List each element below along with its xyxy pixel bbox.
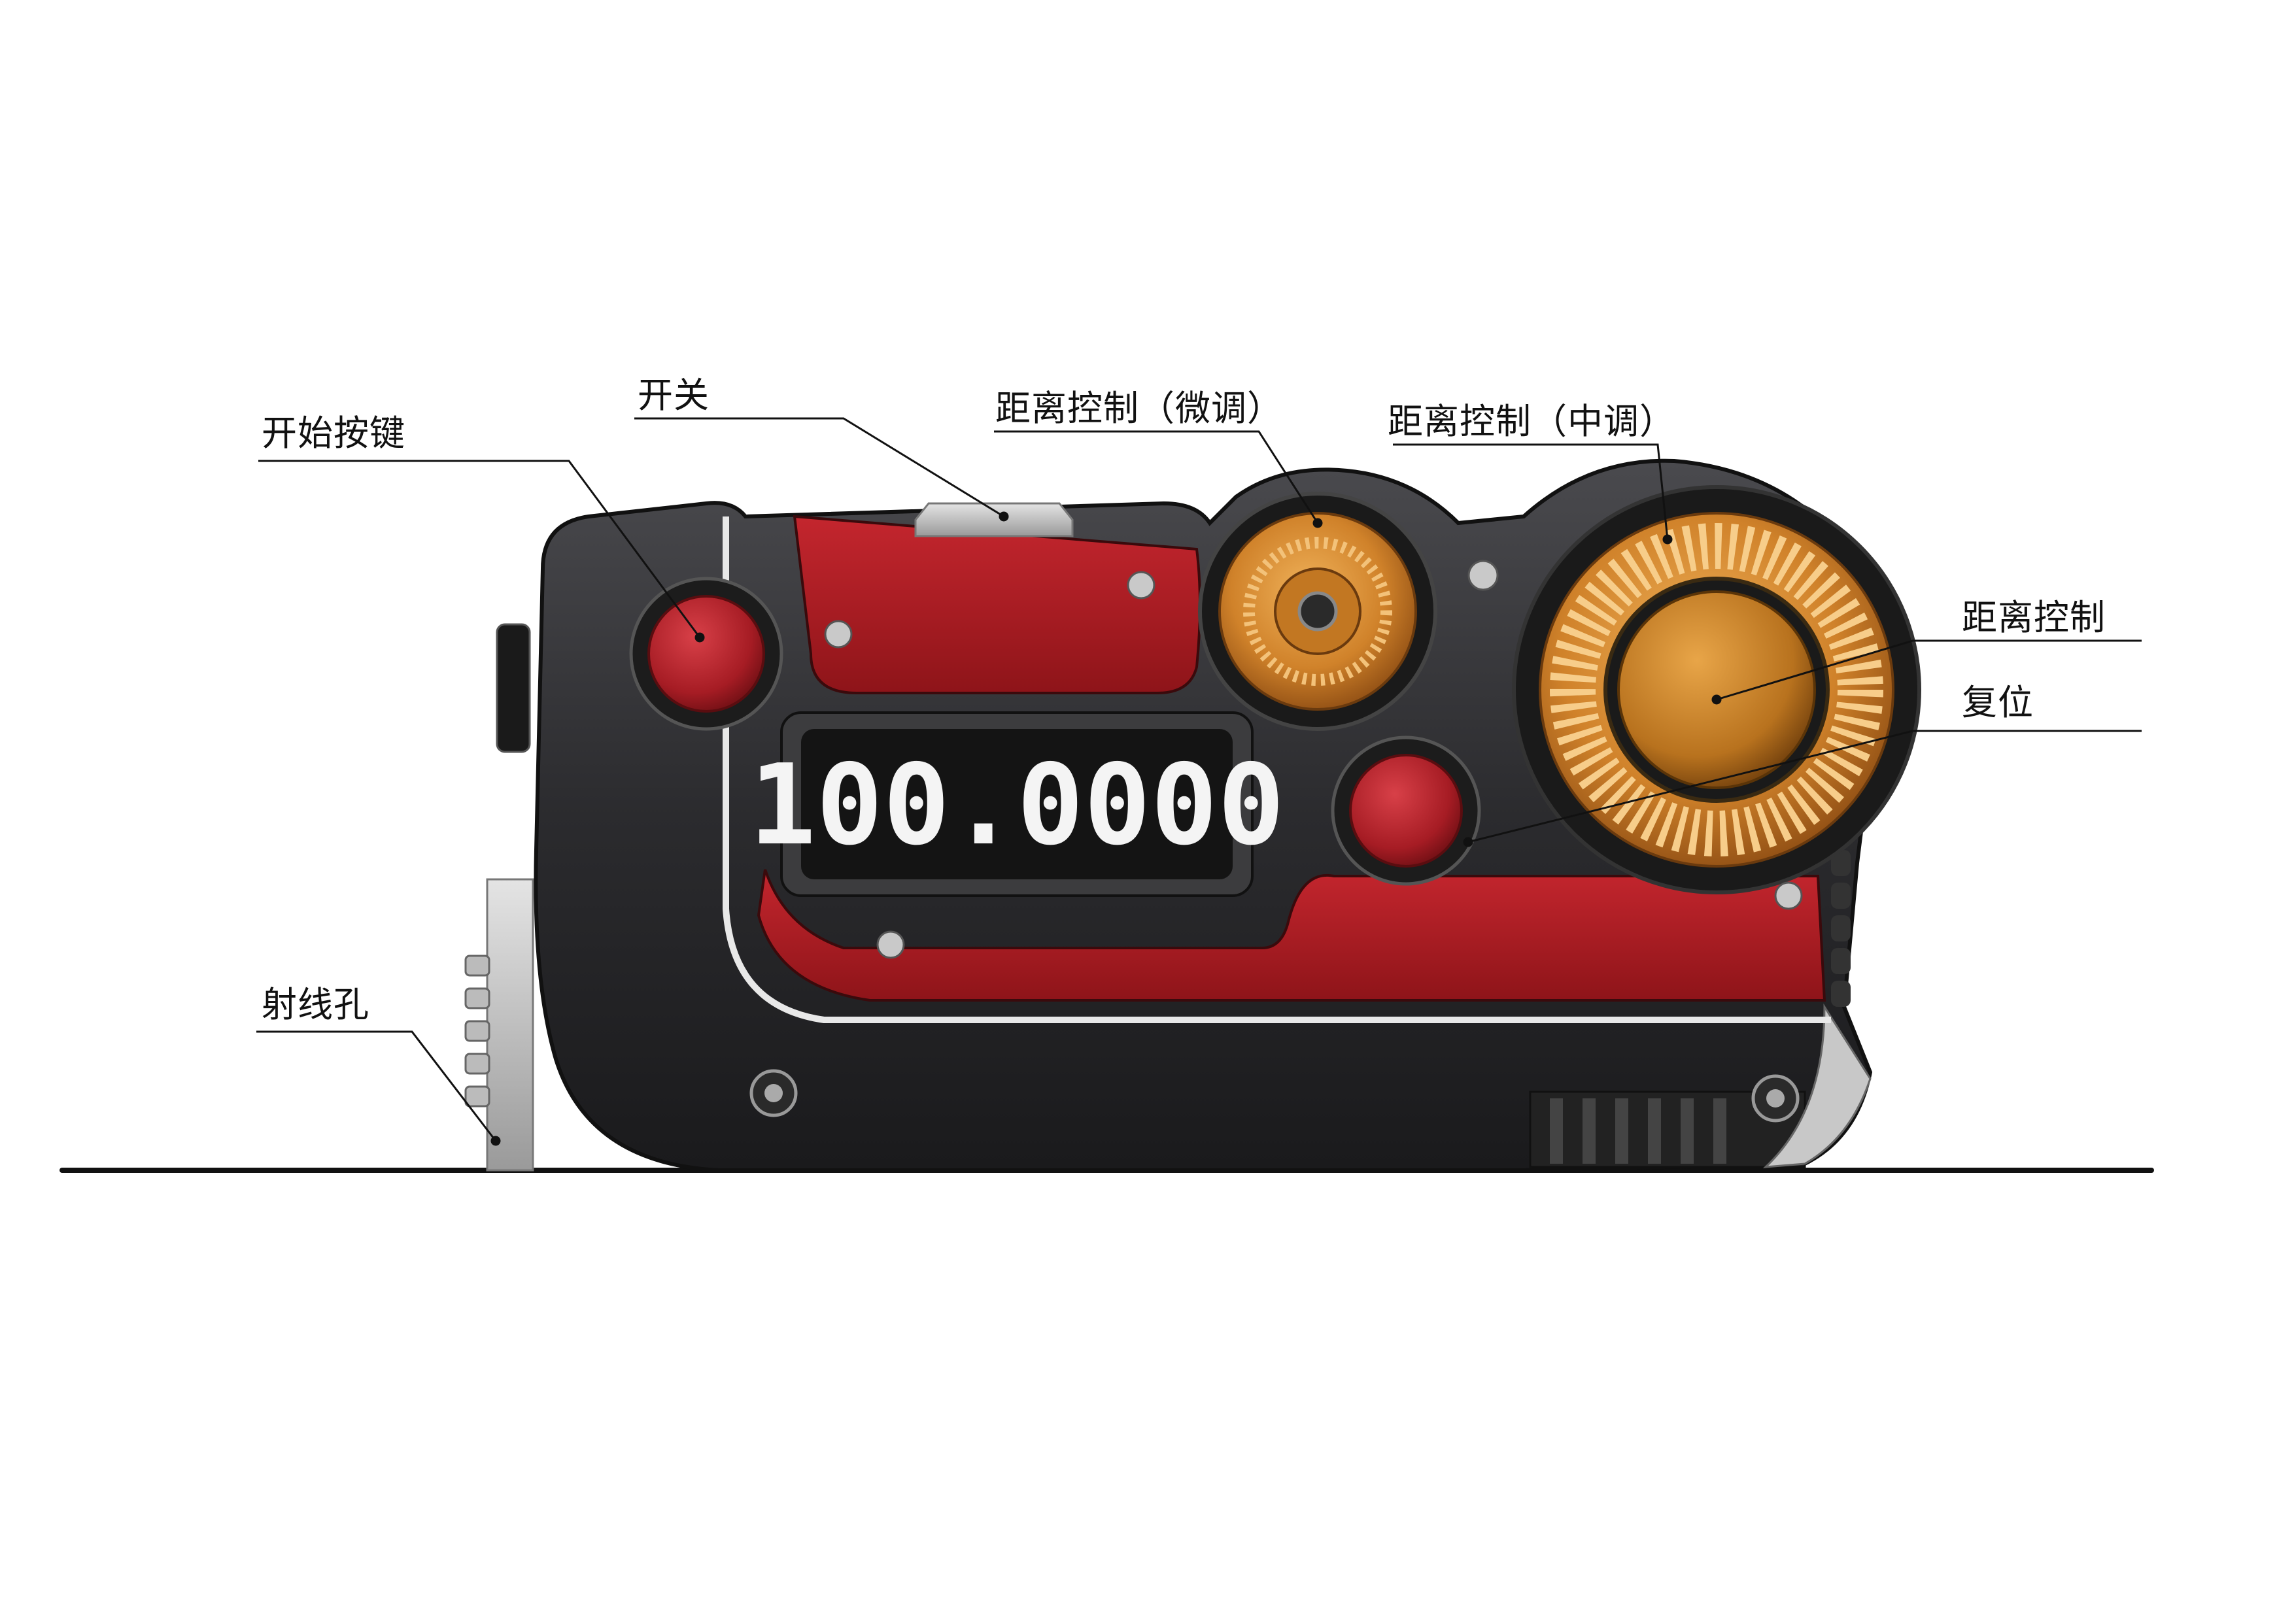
bottom-red-panel [757,869,1826,1002]
side-knob [496,623,531,753]
start-button[interactable] [629,577,783,731]
callout-medium-dial: 距离控制（中调） [1388,401,1675,442]
main-dial[interactable] [1512,485,1921,894]
lcd-screen [801,729,1233,879]
beam-hole-block [464,878,534,1172]
callout-power-switch: 开关 [638,375,710,416]
lcd-value: 100.0000 [749,741,1285,870]
callout-start-button: 开始按键 [262,413,405,454]
grip-ridges [1529,1091,1806,1168]
chrome-groove [723,516,1831,1023]
main-dial-cap[interactable] [1617,590,1816,789]
chrome-corner [1762,1003,1872,1168]
callout-beam-hole: 射线孔 [262,984,369,1025]
callout-reset-button: 复位 [1962,682,2034,723]
screws [749,560,1803,1123]
fine-dial[interactable] [1198,492,1437,731]
side-grip [1831,850,1851,1007]
callout-lines [256,417,2142,1146]
reset-button[interactable] [1331,736,1481,886]
callout-fine-dial: 距离控制（微调） [995,388,1283,429]
power-switch[interactable] [914,502,1074,537]
callout-main-dial: 距离控制 [1962,597,2106,638]
